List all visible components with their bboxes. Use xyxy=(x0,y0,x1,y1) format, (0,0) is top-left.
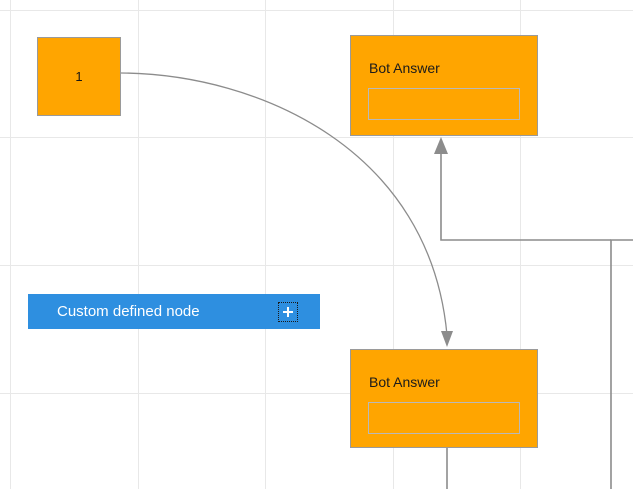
node-slot[interactable] xyxy=(368,402,520,434)
custom-defined-node-bar[interactable]: Custom defined node xyxy=(28,294,320,329)
edge-curve[interactable] xyxy=(120,72,453,347)
node-title: Bot Answer xyxy=(369,60,440,76)
arrowhead-up-icon xyxy=(434,137,448,154)
node-bot-answer-bottom[interactable]: Bot Answer xyxy=(350,349,538,448)
custom-defined-node-label: Custom defined node xyxy=(57,303,200,320)
edge-curve-path[interactable] xyxy=(120,72,448,336)
edge-loopback-path[interactable] xyxy=(440,152,611,241)
edge-loopback-right-path[interactable] xyxy=(610,239,633,489)
node-start-label: 1 xyxy=(75,69,83,84)
node-bot-answer-top[interactable]: Bot Answer xyxy=(350,35,538,136)
node-slot[interactable] xyxy=(368,88,520,120)
node-title: Bot Answer xyxy=(369,374,440,390)
edge-loopback[interactable] xyxy=(434,137,633,489)
arrowhead-down-icon xyxy=(441,331,453,347)
node-start[interactable]: 1 xyxy=(37,37,121,116)
plus-icon[interactable] xyxy=(278,301,298,322)
